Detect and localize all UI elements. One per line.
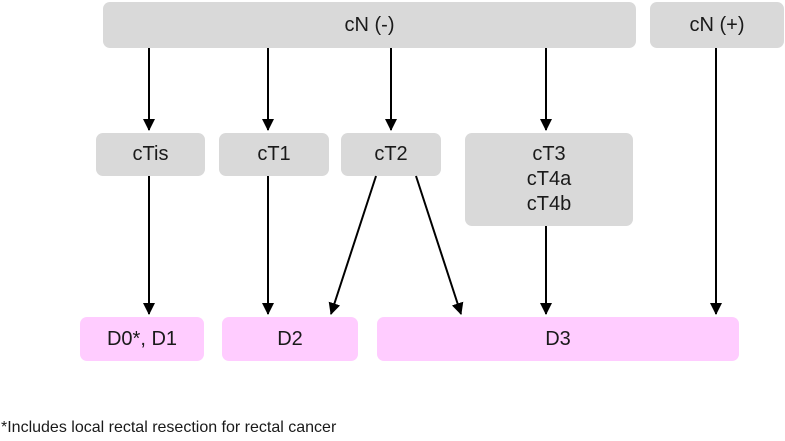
arrow-ct2-to-d2 xyxy=(328,175,377,315)
d2-label: D2 xyxy=(277,327,303,350)
ct1-box: cT1 xyxy=(219,133,329,176)
ct3-ct4-box: cT3 cT4a cT4b xyxy=(465,133,633,226)
d0-d1-label: D0*, D1 xyxy=(106,327,178,350)
ct3-label: cT3 xyxy=(532,143,566,165)
ct2-label: cT2 xyxy=(374,143,408,165)
ct4a-label: cT4a xyxy=(526,168,572,190)
cn-positive-label: cN (+) xyxy=(689,13,745,36)
footnote: *Includes local rectal resection for rec… xyxy=(1,419,337,436)
ctis-box: cTis xyxy=(96,133,205,176)
d3-label: D3 xyxy=(545,327,571,350)
cn-negative-label: cN (-) xyxy=(344,13,395,36)
ctis-label: cTis xyxy=(132,143,169,165)
d3-box: D3 xyxy=(377,317,739,361)
cn-negative-box: cN (-) xyxy=(103,2,636,48)
ct2-box: cT2 xyxy=(341,133,441,176)
d2-box: D2 xyxy=(222,317,358,361)
ct4b-label: cT4b xyxy=(526,193,572,215)
arrow-ct2-to-d3 xyxy=(415,175,464,315)
ct1-label: cT1 xyxy=(257,143,291,165)
d0-d1-box: D0*, D1 xyxy=(80,317,204,361)
cn-positive-box: cN (+) xyxy=(650,2,784,48)
